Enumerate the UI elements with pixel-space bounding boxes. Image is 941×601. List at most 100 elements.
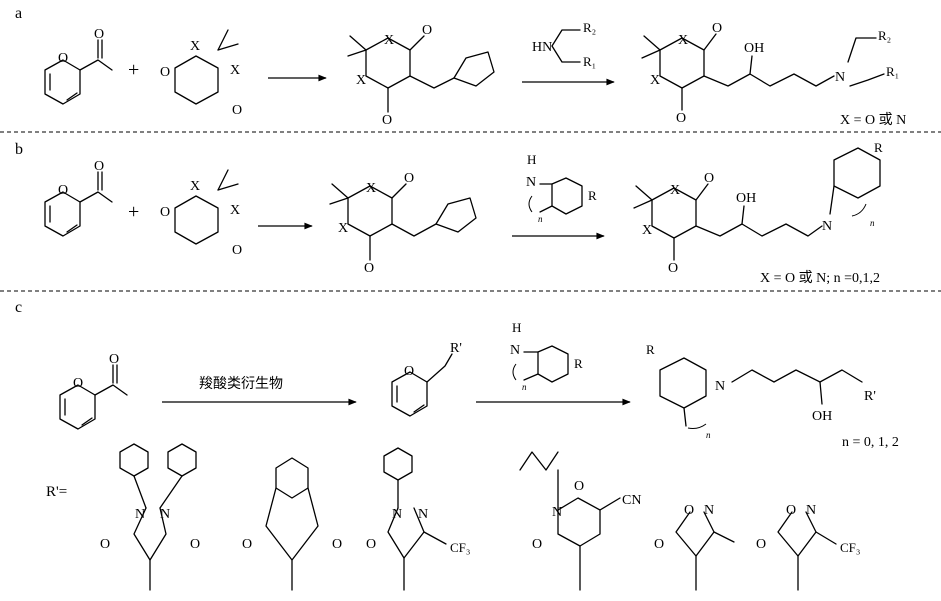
fragment-butyl-cyano-pyridinedione: N O O CN xyxy=(519,451,641,591)
panel-c-furfural-o-ring: O xyxy=(73,376,83,391)
panel-b-reagent-indoline: H N R n xyxy=(526,152,597,224)
panel-b-product: X X O O OH N R n xyxy=(633,140,883,276)
fragment-1-n2: N xyxy=(160,507,170,522)
panel-a-product-n: N xyxy=(835,70,845,85)
panel-a-intermediate-o1: O xyxy=(422,23,432,38)
panel-c-rprime-label: R'= xyxy=(46,484,67,500)
fragment-6-o-ring: O xyxy=(786,503,796,518)
panel-b-dione: X X O O xyxy=(160,169,242,258)
panel-a-intermediate-o2: O xyxy=(382,113,392,128)
panel-c-reagent-sub: n xyxy=(522,382,527,392)
panel-b-intermediate-x2: X xyxy=(338,221,348,236)
panel-c-furfural: O O xyxy=(59,352,128,430)
panel-c-product-sub: n xyxy=(706,430,711,440)
panel-a: a O O + X X O O xyxy=(15,5,906,128)
panel-c-product-r: R xyxy=(646,342,655,357)
fragment-4-o2: O xyxy=(532,537,542,552)
panel-b-plus: + xyxy=(128,201,139,223)
fragment-methylisoxazolone: O N O xyxy=(654,503,735,591)
panel-a-dione-o1: O xyxy=(160,65,170,80)
panel-a-furfural: O O xyxy=(44,27,113,105)
panel-b-product-o2: O xyxy=(668,261,678,276)
fragment-phenyl-cf3-pyrazolone: N N O CF₃ xyxy=(366,447,470,591)
panel-b-product-n: N xyxy=(822,219,832,234)
fragment-cf3-isoxazolone: O N O CF₃ xyxy=(756,503,860,591)
fragment-4-n: N xyxy=(552,505,562,520)
panel-b-product-o1: O xyxy=(704,171,714,186)
panel-b-intermediate-o1: O xyxy=(404,171,414,186)
fragment-3-o: O xyxy=(366,537,376,552)
fragment-2-o2: O xyxy=(332,537,342,552)
panel-b-product-oh: OH xyxy=(736,191,756,206)
fragment-3-cf3: CF₃ xyxy=(450,540,470,555)
panel-a-furfural-o-carbonyl: O xyxy=(94,27,104,42)
panel-b-reagent-sub: n xyxy=(538,214,543,224)
panel-a-intermediate-x2: X xyxy=(356,73,366,88)
panel-c-intermediate-o: O xyxy=(404,364,414,379)
panel-b-product-x2: X xyxy=(642,223,652,238)
panel-b: b O O + X X O O xyxy=(15,140,883,286)
panel-b-dione-x1: X xyxy=(190,179,200,194)
panel-a-product-oh: OH xyxy=(744,41,764,56)
fragment-1-o1: O xyxy=(100,537,110,552)
fragment-4-o1: O xyxy=(574,479,584,494)
panel-a-reagent-r1: R₁ xyxy=(583,54,596,69)
panel-b-reagent-n: N xyxy=(526,175,536,190)
fragment-3-n2: N xyxy=(418,507,428,522)
panel-c: c O O 羧酸类衍生物 O R' H N xyxy=(15,299,899,591)
panel-c-product-oh: OH xyxy=(812,409,832,424)
panel-a-dione-o2: O xyxy=(232,103,242,118)
panel-c-label: c xyxy=(15,299,22,316)
panel-a-dione: X X O O xyxy=(160,29,242,118)
panel-a-product-r2: R₂ xyxy=(878,28,891,43)
panel-b-product-sub: n xyxy=(870,218,875,228)
panel-c-reagent-r: R xyxy=(574,356,583,371)
panel-a-plus: + xyxy=(128,59,139,81)
fragment-1-o2: O xyxy=(190,537,200,552)
panel-a-reagent-r2: R₂ xyxy=(583,20,596,35)
panel-a-product-o2: O xyxy=(676,111,686,126)
panel-a-furfural-o-ring: O xyxy=(58,51,68,66)
panel-c-reagent-indoline: H N R n xyxy=(510,320,583,392)
panel-b-intermediate-x1: X xyxy=(366,181,376,196)
fragment-2-o1: O xyxy=(242,537,252,552)
fragment-6-cf3: CF₃ xyxy=(840,540,860,555)
panel-b-intermediate: X X O O xyxy=(329,171,477,276)
panel-c-note: n = 0, 1, 2 xyxy=(842,435,899,450)
panel-a-note: X = O 或 N xyxy=(840,112,906,128)
panel-b-product-r: R xyxy=(874,140,883,155)
panel-a-product-o1: O xyxy=(712,21,722,36)
panel-b-note: X = O 或 N; n =0,1,2 xyxy=(760,270,880,286)
panel-a-label: a xyxy=(15,5,22,22)
panel-a-dione-x1: X xyxy=(190,39,200,54)
panel-c-product-rp: R' xyxy=(864,389,876,404)
panel-c-intermediate: O R' xyxy=(391,341,462,417)
panel-b-label: b xyxy=(15,141,23,158)
panel-c-product: R N OH R' n xyxy=(646,342,876,440)
fragment-5-n: N xyxy=(704,503,714,518)
panel-c-arrow-text: 羧酸类衍生物 xyxy=(199,376,283,392)
fragment-6-o: O xyxy=(756,537,766,552)
panel-b-dione-o1: O xyxy=(160,205,170,220)
panel-b-furfural: O O xyxy=(44,159,113,237)
panel-b-reagent-r: R xyxy=(588,188,597,203)
panel-a-product-r1: R₁ xyxy=(886,64,899,79)
panel-b-dione-x2: X xyxy=(230,203,240,218)
panel-b-dione-o2: O xyxy=(232,243,242,258)
fragment-4-cn: CN xyxy=(622,493,641,508)
panel-a-intermediate: X X O O xyxy=(347,23,495,128)
panel-a-product: X X O O OH N R₂ R₁ xyxy=(641,21,899,126)
panel-a-dione-x2: X xyxy=(230,63,240,78)
panel-c-reagent-n: N xyxy=(510,343,520,358)
fragment-3-n1: N xyxy=(392,507,402,522)
panel-c-intermediate-r: R' xyxy=(450,341,462,356)
panel-a-product-x2: X xyxy=(650,73,660,88)
fragment-1-n1: N xyxy=(135,507,145,522)
panel-b-reagent-h: H xyxy=(527,152,536,167)
fragment-6-n: N xyxy=(806,503,816,518)
panel-b-furfural-o-ring: O xyxy=(58,183,68,198)
panel-b-product-x1: X xyxy=(670,183,680,198)
panel-c-product-n: N xyxy=(715,379,725,394)
panel-b-furfural-o-carbonyl: O xyxy=(94,159,104,174)
